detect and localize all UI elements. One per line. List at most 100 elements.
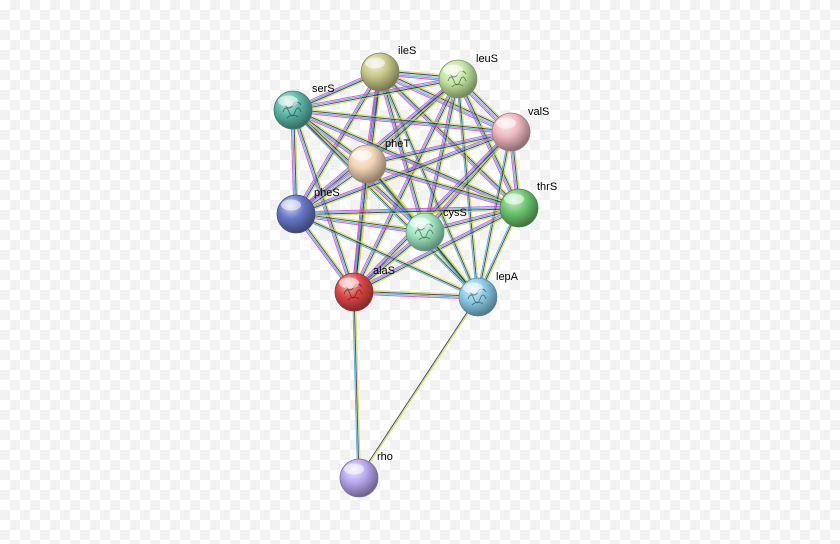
node-cysS[interactable]: [405, 212, 445, 252]
node-label-rho: rho: [377, 451, 393, 463]
node-highlight: [443, 64, 463, 76]
edge-strand-coexp: [296, 208, 520, 216]
edge-strand-text: [293, 108, 480, 297]
edge-strand-db: [292, 77, 458, 110]
node-highlight: [352, 149, 372, 161]
edge-layer: [290, 68, 522, 479]
edge-strand-exp: [351, 163, 366, 292]
edge-pheS-cysS[interactable]: [295, 211, 426, 235]
node-highlight: [365, 57, 385, 69]
edge-strand-coexp: [295, 213, 479, 298]
edge-strand-exp: [353, 293, 478, 300]
edge-strand-coexp: [296, 72, 382, 215]
edge-strand-text: [458, 78, 480, 297]
edge-strand-text: [296, 133, 512, 217]
edge-strand-text: [367, 133, 512, 167]
edge-leuS-serS[interactable]: [292, 76, 459, 113]
edge-strand-db: [352, 292, 359, 479]
edge-leuS-alaS[interactable]: [351, 77, 461, 294]
node-highlight: [410, 217, 430, 229]
edge-strand-db: [456, 79, 478, 298]
edge-strand-db: [456, 79, 519, 209]
edge-strand-text: [355, 133, 513, 294]
edge-strand-coexp: [354, 79, 460, 293]
node-serS[interactable]: [273, 90, 313, 130]
node-leuS[interactable]: [438, 59, 478, 99]
node-label-cysS: cysS: [443, 207, 467, 219]
edge-strand-text: [293, 107, 512, 131]
node-lepA[interactable]: [458, 277, 498, 317]
edge-strand-text: [296, 211, 426, 231]
node-pheS[interactable]: [276, 194, 316, 234]
node-ileS[interactable]: [360, 52, 400, 92]
edge-strand-exp: [455, 79, 518, 210]
edge-strand-text: [426, 133, 513, 234]
edge-strand-coexp: [353, 291, 360, 479]
edge-strand-db: [291, 110, 478, 299]
edge-strand-coexp: [358, 296, 478, 478]
edge-strand-text: [355, 79, 461, 294]
edge-strand-coexp: [367, 132, 512, 166]
edge-alaS-rho[interactable]: [352, 291, 361, 479]
edge-pheS-lepA[interactable]: [295, 212, 479, 299]
edge-strand-coexp: [293, 79, 459, 112]
edge-alaS-lepA[interactable]: [353, 289, 479, 300]
edge-strand-text: [293, 80, 459, 113]
edge-strand-db: [292, 110, 519, 210]
node-thrS[interactable]: [499, 188, 539, 228]
edge-strand-exp: [351, 77, 457, 292]
edge-strand-db: [292, 110, 511, 134]
node-label-lepA: lepA: [496, 271, 519, 283]
edge-strand-db: [353, 292, 478, 299]
edge-strand-exp: [295, 215, 425, 235]
edge-strand-text: [296, 209, 520, 217]
edge-thrS-pheS[interactable]: [295, 205, 520, 217]
edge-strand-db: [352, 163, 367, 292]
edge-strand-exp: [377, 72, 424, 233]
node-highlight: [504, 193, 524, 205]
edge-strand-text: [354, 289, 479, 296]
node-valS[interactable]: [491, 112, 531, 152]
node-label-pheT: pheT: [385, 138, 410, 150]
edge-strand-db: [295, 214, 478, 299]
edge-serS-valS[interactable]: [292, 107, 512, 135]
edge-strand-db: [366, 130, 511, 164]
node-highlight: [281, 199, 301, 211]
edge-strand-exp: [292, 76, 458, 109]
edge-strand-coexp: [293, 108, 520, 208]
node-highlight: [339, 277, 359, 289]
edge-ileS-thrS[interactable]: [378, 70, 521, 210]
edge-strand-exp: [352, 130, 510, 291]
edge-pheT-thrS[interactable]: [366, 161, 520, 211]
edge-strand-exp: [366, 165, 519, 211]
node-label-pheS: pheS: [314, 187, 340, 199]
node-rho[interactable]: [339, 458, 379, 498]
edge-strand-coexp: [458, 78, 521, 208]
edge-pheT-alaS[interactable]: [351, 163, 370, 293]
node-highlight: [496, 117, 516, 129]
edge-strand-db: [366, 164, 519, 210]
edge-strand-coexp: [292, 109, 479, 298]
edge-valS-pheT[interactable]: [366, 129, 512, 167]
edge-strand-db: [379, 72, 519, 209]
edge-strand-text: [359, 297, 479, 479]
node-alaS[interactable]: [334, 272, 374, 312]
node-label-ileS: ileS: [398, 45, 416, 57]
edge-lepA-rho[interactable]: [358, 296, 479, 479]
edge-strand-coexp: [354, 290, 479, 297]
edge-serS-lepA[interactable]: [291, 108, 480, 299]
edge-strand-exp: [295, 205, 519, 213]
edge-strand-text: [367, 161, 520, 207]
edge-serS-thrS[interactable]: [291, 107, 521, 211]
edge-strand-db: [352, 78, 458, 292]
edge-strand-text: [354, 291, 361, 478]
edge-strand-exp: [422, 78, 457, 232]
edge-strand-db: [353, 206, 519, 292]
edge-strand-coexp: [367, 162, 520, 208]
node-pheT[interactable]: [347, 144, 387, 184]
edge-strand-text: [381, 70, 521, 207]
edge-strand-text: [354, 209, 521, 295]
